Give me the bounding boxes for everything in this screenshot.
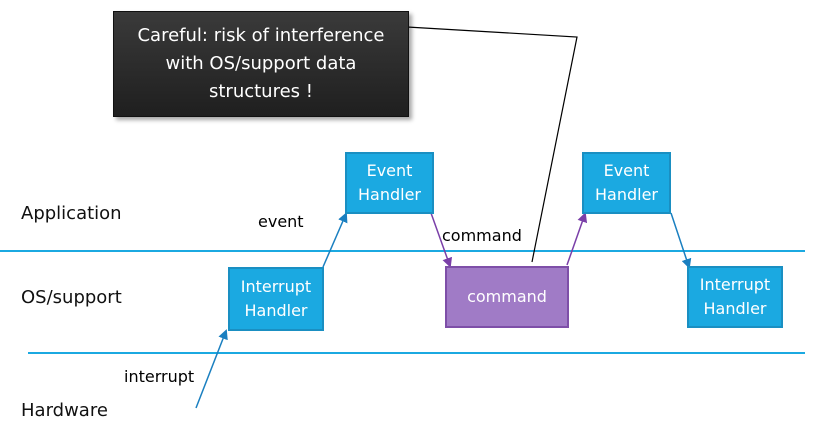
layer-label-hardware: Hardware [21,400,108,421]
interrupt-handler-2-line-1: Interrupt [699,275,771,294]
command-box-label: command [467,287,547,306]
command-box: command [445,266,569,328]
layer-label-os-support: OS/support [21,287,122,308]
arrow-interrupt [195,329,228,409]
interrupt-handler-box-1: Interrupt Handler [228,267,324,331]
event-handler-2-line-2: Handler [595,185,658,204]
event-handler-box-1: Event Handler [345,152,434,214]
warning-note-line-3: structures ! [208,81,313,102]
event-handler-2-line-1: Event [603,161,650,180]
interrupt-handler-1-line-2: Handler [244,301,308,320]
interrupt-handler-2-line-2: Handler [703,299,767,318]
layer-label-application: Application [21,203,122,224]
arrow-command-call [430,212,453,268]
arrow-event [322,212,348,268]
note-callout-line [406,26,578,263]
interrupt-handler-box-2: Interrupt Handler [687,266,783,328]
edge-label-interrupt: interrupt [124,367,195,386]
edge-label-event: event [258,212,304,231]
warning-note: Careful: risk of interference with OS/su… [113,11,409,117]
arrow-handler-return [670,212,692,269]
event-handler-1-line-2: Handler [358,185,421,204]
warning-note-line-2: with OS/support data [165,53,357,74]
edge-label-command: command [442,226,522,245]
event-handler-1-line-1: Event [366,161,413,180]
arrow-command-return [566,212,588,266]
interrupt-handler-1-line-1: Interrupt [240,277,312,296]
event-handler-box-2: Event Handler [582,152,671,214]
warning-note-line-1: Careful: risk of interference [137,25,385,46]
